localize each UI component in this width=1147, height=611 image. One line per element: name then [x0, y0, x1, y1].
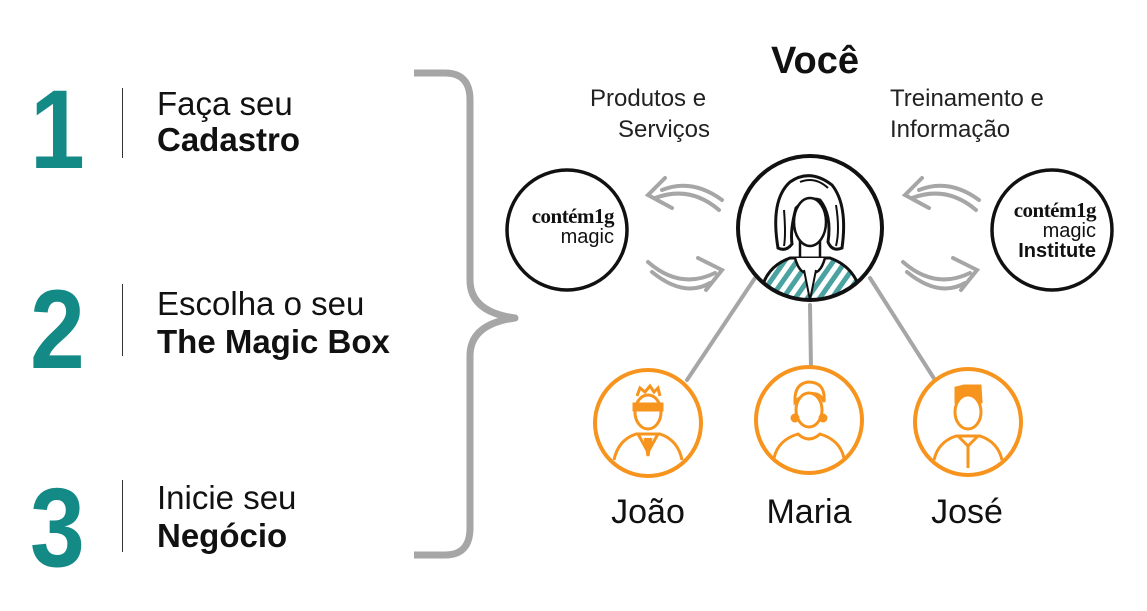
step-text-line1: Faça seu: [157, 85, 293, 122]
step-text-line2: The Magic Box: [157, 323, 390, 360]
person-name-maria: Maria: [766, 493, 852, 531]
step-number: 2: [30, 267, 85, 392]
step-text-line2: Negócio: [157, 517, 288, 554]
logo-brand-text: contém1g: [531, 204, 615, 228]
jose-avatar-icon: [913, 367, 1023, 477]
step-divider: [122, 88, 123, 158]
person-name-joao: João: [611, 493, 685, 531]
left-label-line2: Serviços: [618, 116, 711, 143]
logo-sub-text: magic: [1042, 220, 1096, 242]
left-label-line1: Produtos e: [590, 85, 707, 112]
connector-joao: [685, 276, 757, 382]
step-2: 2 Escolha o seu The Magic Box: [0, 267, 440, 392]
step-text-line1: Escolha o seu: [157, 285, 365, 322]
step-text-line1: Inicie seu: [157, 479, 297, 516]
step-divider: [122, 284, 123, 356]
connector-maria: [808, 303, 813, 370]
contem1g-institute-logo: contém1g magic Institute: [1000, 198, 1097, 262]
center-title: Você: [770, 40, 859, 82]
connector-jose: [868, 276, 937, 382]
right-label-line2: Informação: [890, 116, 1011, 143]
right-label-line1: Treinamento e: [890, 85, 1044, 112]
joao-avatar-icon: [593, 368, 703, 478]
step-number: 3: [30, 465, 85, 590]
step-3: 3 Inicie seu Negócio: [0, 465, 440, 590]
step-1: 1 Faça seu Cadastro: [0, 67, 440, 192]
person-name-jose: José: [931, 493, 1003, 531]
curly-brace: [414, 69, 519, 559]
contem1g-magic-logo: contém1g magic: [508, 204, 615, 248]
maria-avatar-icon: [754, 365, 864, 475]
exchange-arrows-left: [644, 176, 726, 292]
contem1g-magic-logo-circle: [505, 168, 629, 292]
step-divider: [122, 480, 123, 552]
logo-institute-text: Institute: [1018, 240, 1096, 262]
logo-brand-text: contém1g: [1013, 198, 1097, 222]
logo-sub-text: magic: [560, 226, 614, 248]
woman-avatar-icon: [736, 154, 884, 302]
step-number: 1: [30, 67, 85, 192]
step-text-line2: Cadastro: [157, 121, 301, 158]
contem1g-institute-logo-circle: [990, 168, 1114, 292]
exchange-arrows-right: [901, 176, 981, 292]
